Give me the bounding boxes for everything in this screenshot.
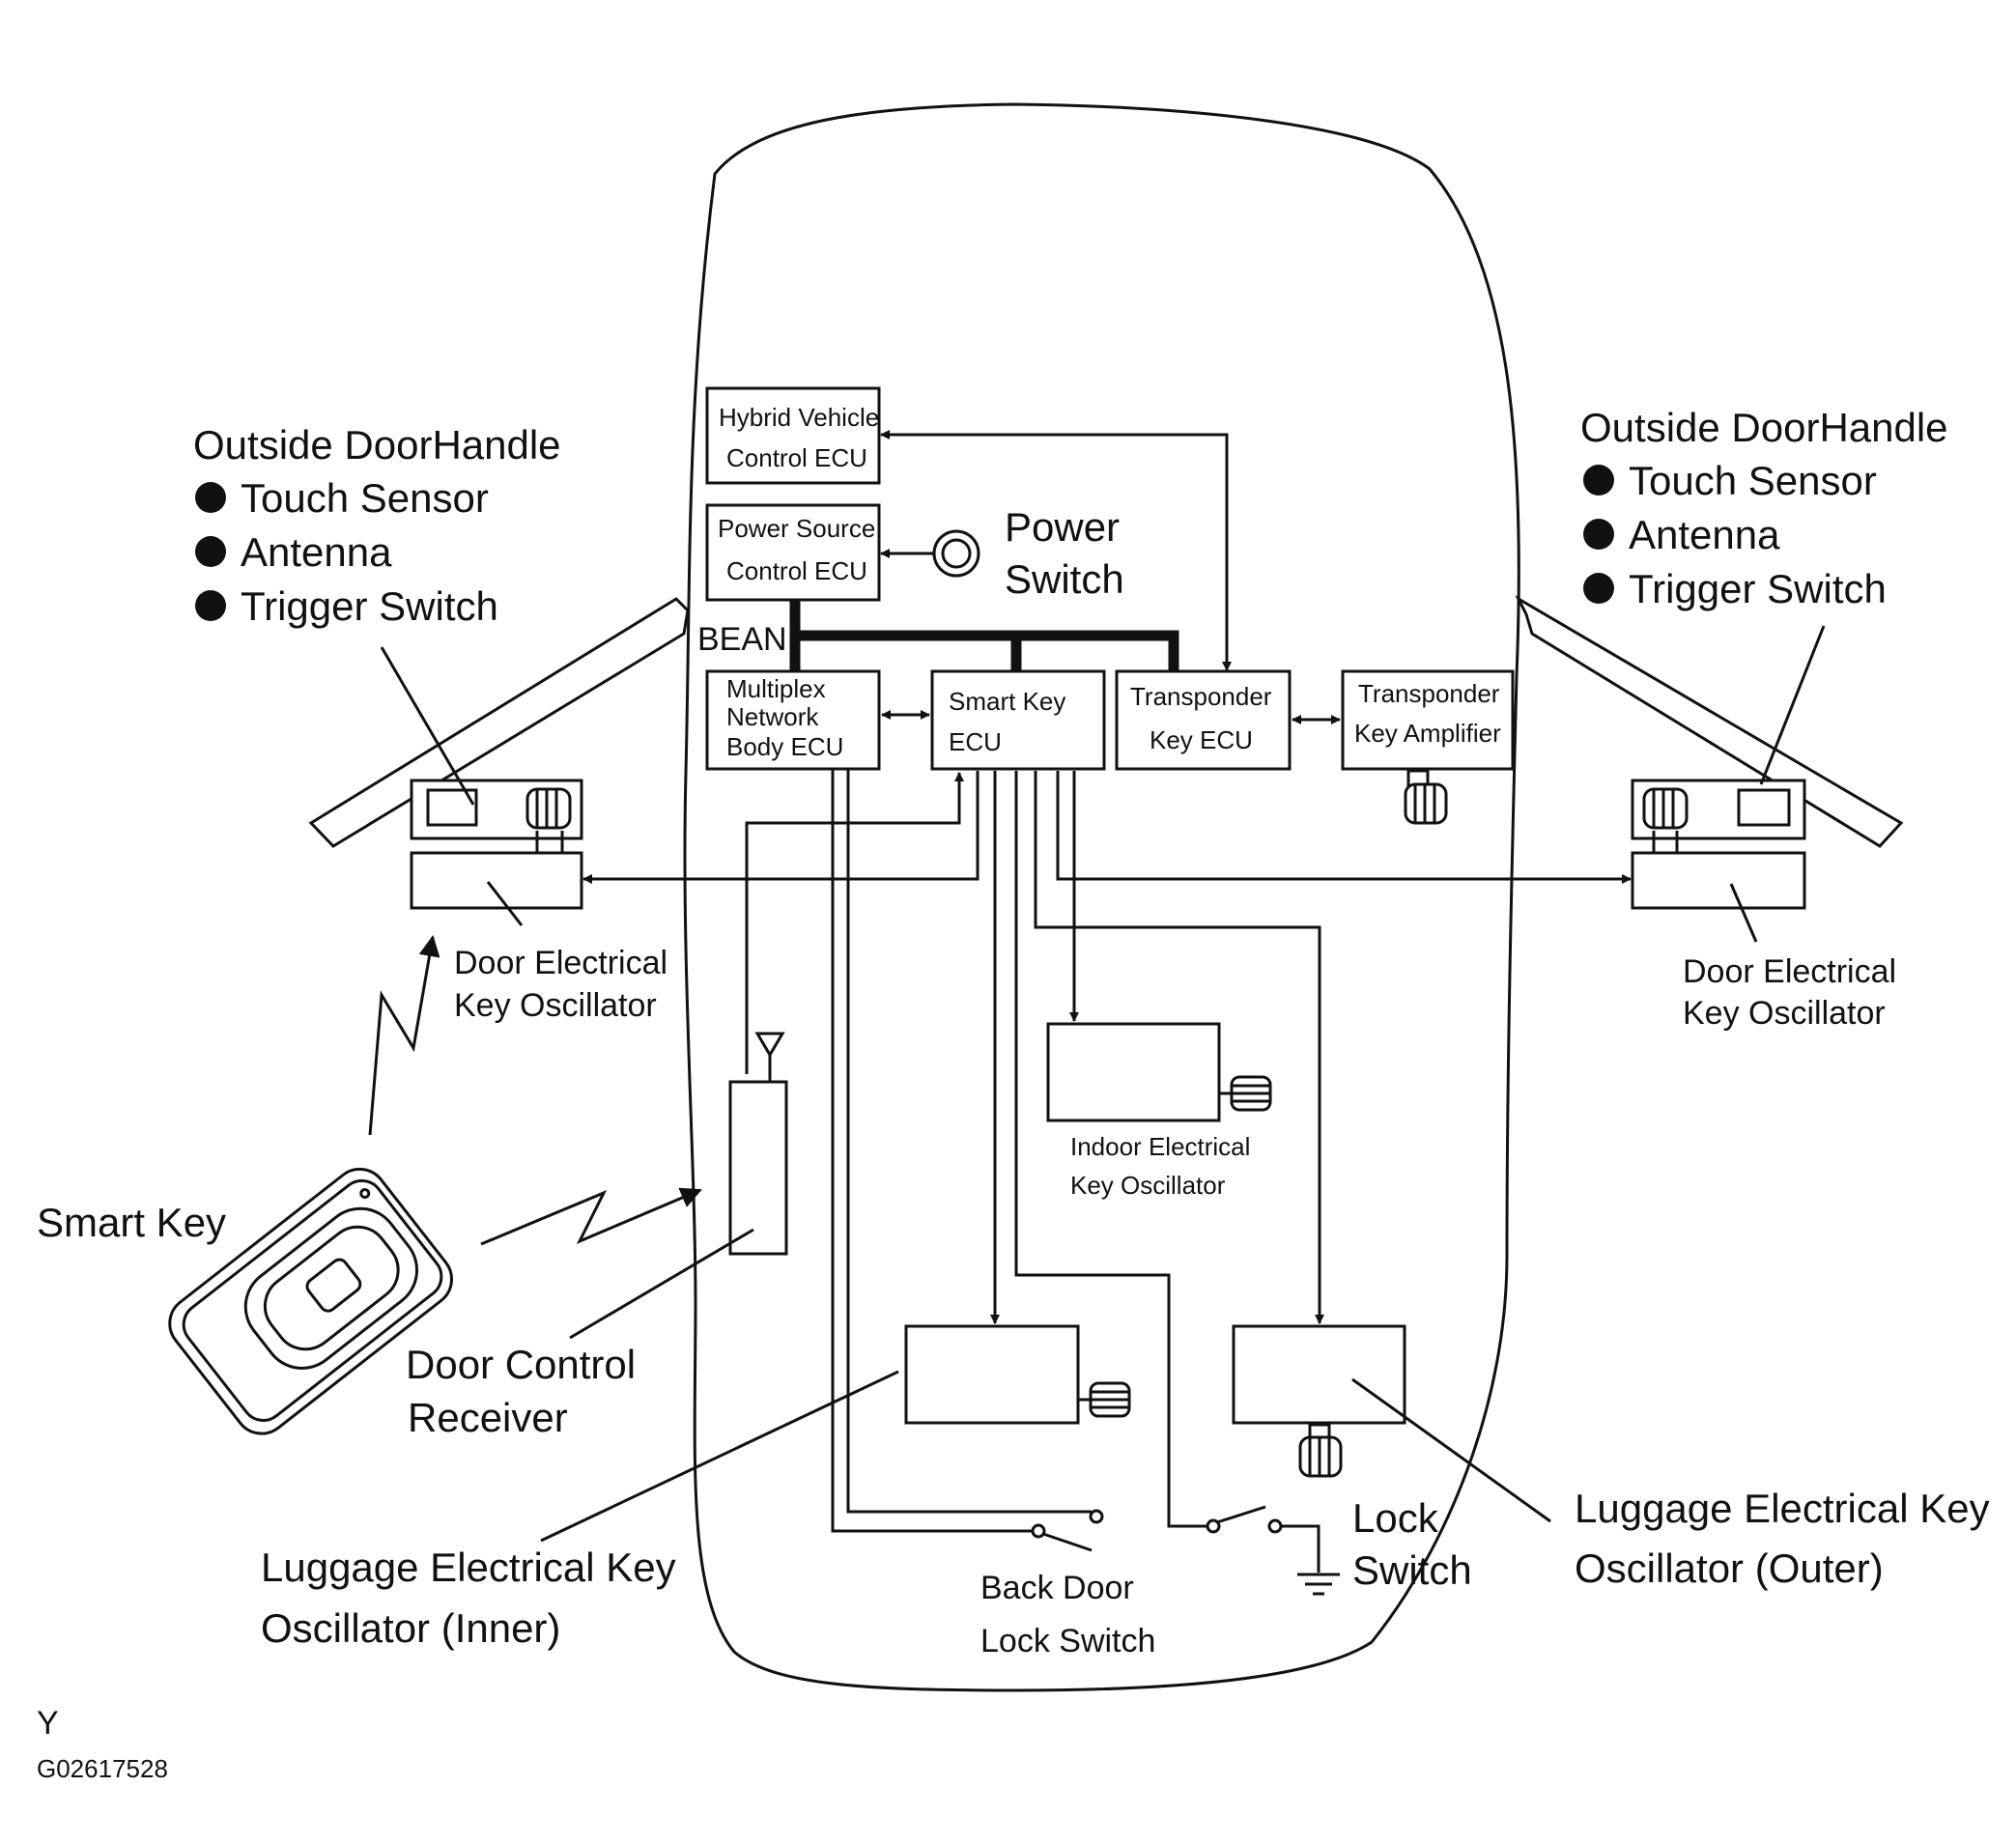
transponder-amp-line2: Key Amplifier [1354, 719, 1501, 748]
door-osc-left-line2: Key Oscillator [454, 987, 657, 1024]
bean-bus [789, 600, 1179, 671]
smart-key-label: Smart Key [37, 1200, 226, 1245]
power-switch-line2: Switch [1005, 556, 1124, 602]
right-handle-module [1631, 779, 1806, 910]
indoor-osc-line1: Indoor Electrical [1070, 1132, 1250, 1161]
signal-to-door [368, 935, 440, 1136]
hybrid-ecu-box [705, 386, 881, 485]
hybrid-ecu-line1: Hybrid Vehicle [719, 403, 879, 432]
left-handle-item-trigger: Trigger Switch [241, 583, 498, 629]
door-osc-right-line2: Key Oscillator [1683, 995, 1886, 1032]
lock-switch-line1: Lock [1352, 1495, 1439, 1541]
luggage-outer-line1: Luggage Electrical Key [1575, 1486, 1990, 1531]
transponder-amp-box [1341, 669, 1515, 771]
left-handle-item-touch: Touch Sensor [241, 475, 489, 521]
back-door-switch-icon [1031, 1509, 1104, 1552]
luggage-inner-line1: Luggage Electrical Key [261, 1545, 676, 1590]
right-handle-item-antenna: Antenna [1629, 512, 1780, 557]
footer-id: G02617528 [37, 1754, 168, 1783]
bullet-icon [195, 482, 226, 513]
door-osc-right-line1: Door Electrical [1683, 953, 1896, 990]
smart-key-ecu-box [930, 669, 1106, 771]
luggage-inner-line2: Oscillator (Inner) [261, 1605, 560, 1651]
multiplex-line1: Multiplex [726, 674, 826, 703]
transponder-coil-icon [1404, 769, 1448, 825]
transponder-ecu-box [1115, 669, 1292, 771]
left-handle-module [410, 779, 583, 910]
receiver-antenna-icon [754, 1032, 785, 1082]
luggage-outer-box [1232, 1324, 1406, 1425]
right-handle-item-touch: Touch Sensor [1629, 458, 1877, 503]
luggage-outer-coil-icon [1298, 1423, 1343, 1478]
power-switch-line1: Power [1005, 504, 1120, 550]
luggage-outer-line2: Oscillator (Outer) [1575, 1545, 1884, 1591]
left-handle-title: Outside DoorHandle [193, 422, 561, 468]
left-door-panel [308, 597, 690, 848]
footer-code: Y [37, 1705, 59, 1742]
left-handle-item-antenna: Antenna [241, 529, 392, 575]
power-source-line1: Power Source [718, 514, 875, 543]
indoor-osc-line2: Key Oscillator [1070, 1171, 1226, 1200]
smart-key-ecu-line2: ECU [949, 727, 1002, 756]
bullet-icon [1583, 573, 1614, 604]
bullet-icon [1583, 465, 1614, 496]
car-body-outline [683, 102, 1520, 1692]
back-door-switch-line2: Lock Switch [980, 1623, 1155, 1659]
lock-switch-icon [1206, 1505, 1340, 1596]
indoor-coil-icon [1219, 1075, 1272, 1112]
hybrid-ecu-line2: Control ECU [726, 443, 867, 472]
back-door-switch-line1: Back Door [980, 1570, 1134, 1606]
power-switch-icon [932, 529, 980, 578]
smart-key-ecu-line1: Smart Key [949, 687, 1065, 716]
power-source-line2: Control ECU [726, 556, 867, 585]
multiplex-line2: Network [726, 702, 819, 731]
lock-switch-line2: Switch [1352, 1547, 1472, 1593]
right-handle-title: Outside DoorHandle [1580, 405, 1948, 450]
luggage-inner-box [904, 1324, 1080, 1425]
transponder-ecu-line2: Key ECU [1150, 725, 1253, 754]
receiver-line1: Door Control [406, 1342, 636, 1387]
receiver-line2: Receiver [408, 1395, 568, 1440]
bullet-icon [195, 536, 226, 567]
bullet-icon [1583, 519, 1614, 550]
luggage-inner-coil-icon [1078, 1381, 1131, 1418]
right-handle-item-trigger: Trigger Switch [1629, 566, 1887, 611]
transponder-amp-line1: Transponder [1358, 679, 1500, 708]
multiplex-line3: Body ECU [726, 732, 843, 761]
signal-to-receiver [480, 1187, 702, 1246]
bean-label: BEAN [697, 621, 787, 658]
transponder-ecu-line1: Transponder [1130, 682, 1272, 711]
door-control-receiver-box [728, 1080, 788, 1256]
door-osc-left-line1: Door Electrical [454, 945, 667, 981]
indoor-oscillator-box [1046, 1022, 1221, 1122]
bullet-icon [195, 590, 226, 621]
smart-key-fob-icon [168, 1167, 454, 1435]
